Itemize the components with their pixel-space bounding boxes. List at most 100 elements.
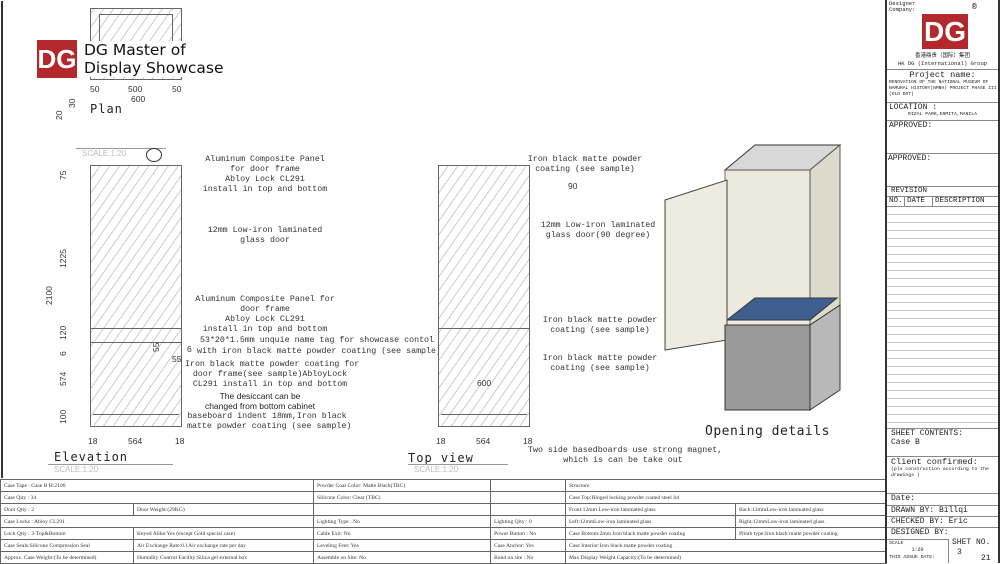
rev-col-date: DATE [905,197,933,206]
rev-col-description: DESCRIPTION [935,197,985,205]
scale-box: SCALE 1:20 THIS ASSUE DATE: [887,539,949,563]
sheet-total: 21 [981,554,991,563]
table-cell: Powder Coat Color: Matte Black(TBC) [313,479,491,492]
plan-dim-mid: 500 [128,84,143,94]
rev-col-no: NO. [887,197,905,206]
table-cell [490,479,566,492]
top-note-powder-1: Iron black matte powder coating (see sam… [527,155,643,174]
top-dim-right: 18 [523,436,533,446]
table-cell: Cable Exit: No [313,527,491,540]
cabinet-open-door [664,179,728,351]
note-name-tag: 53*20*1.5mm unquie name tag for showcase… [200,336,435,345]
table-cell: Door Weight:(29KG) [133,503,314,516]
location-value: RIZAL PARK,ERMITA,MANILA [907,112,978,117]
elev-dim-120: 120 [58,325,68,340]
note-desiccant: The desiccant can be changed from bottom… [204,391,316,411]
designed-by: DESIGNED BY: [891,528,949,537]
elev-dim-2100: 2100 [44,286,54,305]
top-view-outline [438,165,530,427]
top-dim-600: 600 [477,378,492,388]
table-cell: Lighting Qity : 0 [490,515,566,528]
table-cell: Lock Qity : 3-Top&Bottom [0,527,134,540]
table-cell: Approx. Case Weight:(To be determined) [0,551,134,564]
table-cell: Case Locks : Abloy CL291 [0,515,314,528]
scale-label: SCALE [889,541,904,546]
elev-dim-100: 100 [58,409,68,424]
table-cell: Humidity Control Facility:Silica gel ext… [133,551,314,564]
elevation-scale: SCALE:1:20 [48,464,173,474]
table-cell: Case Interior:Iron black matte powder co… [564,539,888,552]
dg-logo: DG [37,40,77,78]
note-glass-door: 12mm Low-iron laminated glass door [207,226,323,245]
client-section: Client confirmed: (pls construction acco… [887,457,998,494]
table-cell: Case Top:Hinged locking powder coated st… [564,491,888,504]
table-cell: Door Qity : 2 [0,503,134,516]
table-cell: Lighting Type : No [313,515,491,528]
location-section: LOCATION : RIZAL PARK,ERMITA,MANILA [887,103,998,121]
note-top-panel: Aluminum Composite Panel for door frame … [202,155,328,194]
client-note: (pls construction according to the drawi… [891,467,989,478]
approved-2: APPROVED: [887,154,998,187]
top-view-title: Top view [408,451,474,465]
elev-dim-left: 18 [88,436,98,446]
elevation-title: Elevation [54,450,129,464]
table-cell: Bond on site : No [490,551,566,564]
elevation-outline [90,165,182,427]
note-baseboard: baseboard indent 18mm,Iron black matte p… [187,412,352,431]
brand-line-2: Display Showcase [84,59,224,77]
note-powder-coating: with iron black matte powder coating (se… [197,347,441,356]
table-cell: Keyed Alike:Yes (except Gold special cas… [133,527,314,540]
designer-company-label: Designer Company: [889,0,916,13]
sheet-no: 3 [957,548,962,557]
revision-label: REVISION [887,187,998,197]
cabinet-display-base [725,297,839,321]
elev-dim-574: 574 [58,371,68,386]
scale-value: 1:20 [911,547,924,553]
approved-1: APPROVED: [887,121,998,154]
table-cell: Leveling Feet: Yes [313,539,491,552]
top-note-glass-door: 12mm Low-iron laminated glass door(90 de… [540,221,656,240]
plan-dim-side1: 20 [54,110,64,120]
elev-dim-1225: 1225 [58,249,68,268]
top-dim-mid: 564 [476,436,491,446]
table-cell [313,503,491,516]
drawing-frame [1,1,885,478]
elev-dim-6: 6 [58,351,68,356]
elev-dim-55b: 55 [172,354,182,364]
table-cell: Back:12mmLow-iron laminated glass [734,503,888,516]
table-cell [490,491,566,504]
title-block: Designer Company: ® DG 香港鼎贵（国际）集团 HK DG … [885,0,1000,563]
sheet-contents-value: Case B [891,438,920,447]
plan-scale: SCALE:1:20 [76,148,166,158]
table-row: Approx. Case Weight:(To be determined)Hu… [0,551,888,564]
project-name: RENOVATION OF THE NATIONAL MUSEUM OF NAM… [889,80,997,97]
plan-dim-total: 600 [131,94,146,104]
cabinet-lower-side [809,304,841,411]
table-cell: Silicone Color: Clear (TBC) [313,491,491,504]
client-label: Client confirmed: [891,457,978,467]
top-view-scale: SCALE:1:20 [408,464,508,474]
top-dim-left: 18 [436,436,446,446]
company-name-cn: 香港鼎贵（国际）集团 [914,53,970,59]
location-label: LOCATION : [889,103,938,112]
note-door-frame-lock: Iron black matte powder coating for door… [185,360,360,389]
table-cell: Case Anchor: Yes [490,539,566,552]
plan-dim-left: 50 [90,84,100,94]
elev-dim-mid: 564 [128,436,143,446]
table-cell: Right:12mmLow-iron laminated glass [734,515,888,528]
checked-by: CHECKED BY: Eric [887,517,998,528]
top-note-powder-2: Iron black matte powder coating (see sam… [542,316,658,335]
issue-date-label: THIS ASSUE DATE: [889,555,936,560]
table-cell: Max Display Weight Capacity:(To be deter… [564,551,888,564]
table-cell: Case Seals:Silicone Compression Seal [0,539,134,552]
opening-details-title: Opening details [705,424,830,439]
plan-dim-side2: 30 [67,98,77,108]
cabinet-3d-illustration [664,143,842,411]
company-section: Designer Company: ® DG 香港鼎贵（国际）集团 HK DG … [887,0,998,70]
table-cell [490,503,566,516]
